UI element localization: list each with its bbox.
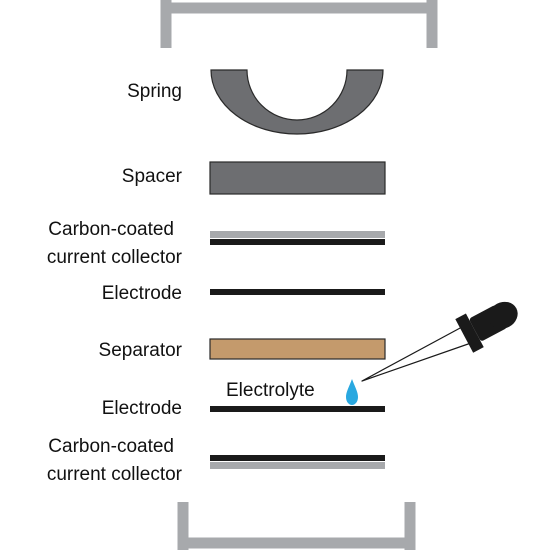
- top-casing: [160, 0, 438, 48]
- bottom-casing: [177, 502, 416, 550]
- top-electrode-label: Electrode: [102, 283, 182, 304]
- separator: [209, 338, 386, 360]
- pipette-collar: [455, 313, 484, 353]
- droplet-icon: [346, 379, 358, 405]
- bottom-electrode: [210, 406, 385, 412]
- bottom-collector-label-line2: current collector: [47, 464, 183, 485]
- electrolyte-label: Electrolyte: [226, 380, 315, 401]
- spacer-label: Spacer: [122, 166, 183, 187]
- bottom-collector-coating: [210, 462, 385, 469]
- separator-label: Separator: [99, 340, 183, 361]
- pipette-bulb-end: [488, 301, 518, 329]
- top-electrode: [210, 289, 385, 295]
- top-collector-label-line1: Carbon-coated: [48, 219, 174, 240]
- top-collector-coating: [210, 231, 385, 238]
- spacer: [209, 161, 386, 195]
- bottom-collector-label-line1: Carbon-coated: [48, 436, 174, 457]
- pipette-icon: [361, 301, 518, 382]
- spring-label: Spring: [127, 81, 182, 102]
- top-collector-label-line2: current collector: [47, 247, 183, 268]
- spring: [210, 69, 384, 135]
- bottom-collector-foil: [210, 455, 385, 461]
- top-collector-foil: [210, 239, 385, 245]
- bottom-electrode-label: Electrode: [102, 398, 182, 419]
